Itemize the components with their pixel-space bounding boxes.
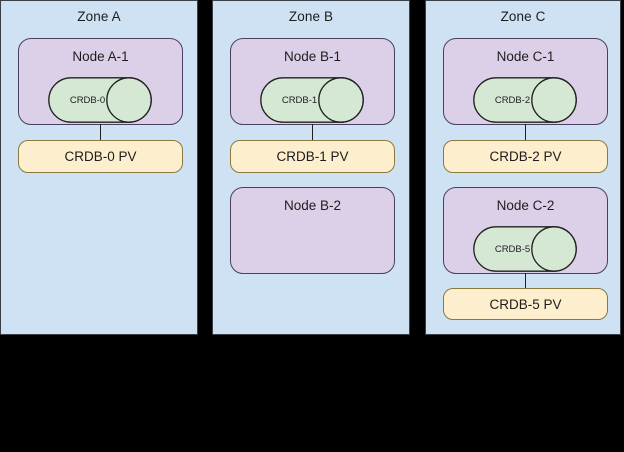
pv-crdb-2-label: CRDB-2 PV	[489, 149, 562, 164]
node-c-1: Node C-1 CRDB-2	[443, 38, 608, 125]
pv-crdb-1-label: CRDB-1 PV	[276, 149, 349, 164]
database-cylinder-crdb-5: CRDB-5	[473, 226, 577, 272]
zone-b-title: Zone B	[288, 9, 334, 24]
node-a-1: Node A-1 CRDB-0	[18, 38, 183, 125]
zone-a: Zone A Node A-1 CRDB-0 CRDB-0 PV	[0, 0, 198, 335]
node-c-2: Node C-2 CRDB-5	[443, 187, 608, 274]
zone-b: Zone B Node B-1 CRDB-1 CRDB-1 PV Node B-…	[212, 0, 410, 335]
connector-b-1	[312, 124, 313, 141]
node-c-2-title: Node C-2	[496, 198, 555, 213]
database-cylinder-crdb-2: CRDB-2	[473, 77, 577, 123]
node-b-2-title: Node B-2	[283, 198, 342, 213]
pv-crdb-0: CRDB-0 PV	[18, 140, 183, 173]
node-c-1-title: Node C-1	[496, 49, 555, 64]
node-a-1-title: Node A-1	[72, 49, 129, 64]
node-b-1: Node B-1 CRDB-1	[230, 38, 395, 125]
zone-c-title: Zone C	[500, 9, 546, 24]
pv-crdb-5-label: CRDB-5 PV	[489, 296, 562, 312]
database-cylinder-crdb-1: CRDB-1	[260, 77, 364, 123]
connector-c-2	[525, 273, 526, 289]
pv-crdb-0-label: CRDB-0 PV	[64, 149, 137, 164]
database-cylinder-crdb-0: CRDB-0	[48, 77, 152, 123]
connector-a-1	[100, 124, 101, 141]
node-b-1-title: Node B-1	[283, 49, 342, 64]
zone-c: Zone C Node C-1 CRDB-2 CRDB-2 PV Node C-…	[425, 0, 621, 335]
connector-c-1	[525, 124, 526, 141]
pv-crdb-5: CRDB-5 PV	[443, 288, 608, 320]
zone-a-title: Zone A	[77, 9, 121, 24]
pv-crdb-1: CRDB-1 PV	[230, 140, 395, 173]
pv-crdb-2: CRDB-2 PV	[443, 140, 608, 173]
node-b-2: Node B-2	[230, 187, 395, 274]
